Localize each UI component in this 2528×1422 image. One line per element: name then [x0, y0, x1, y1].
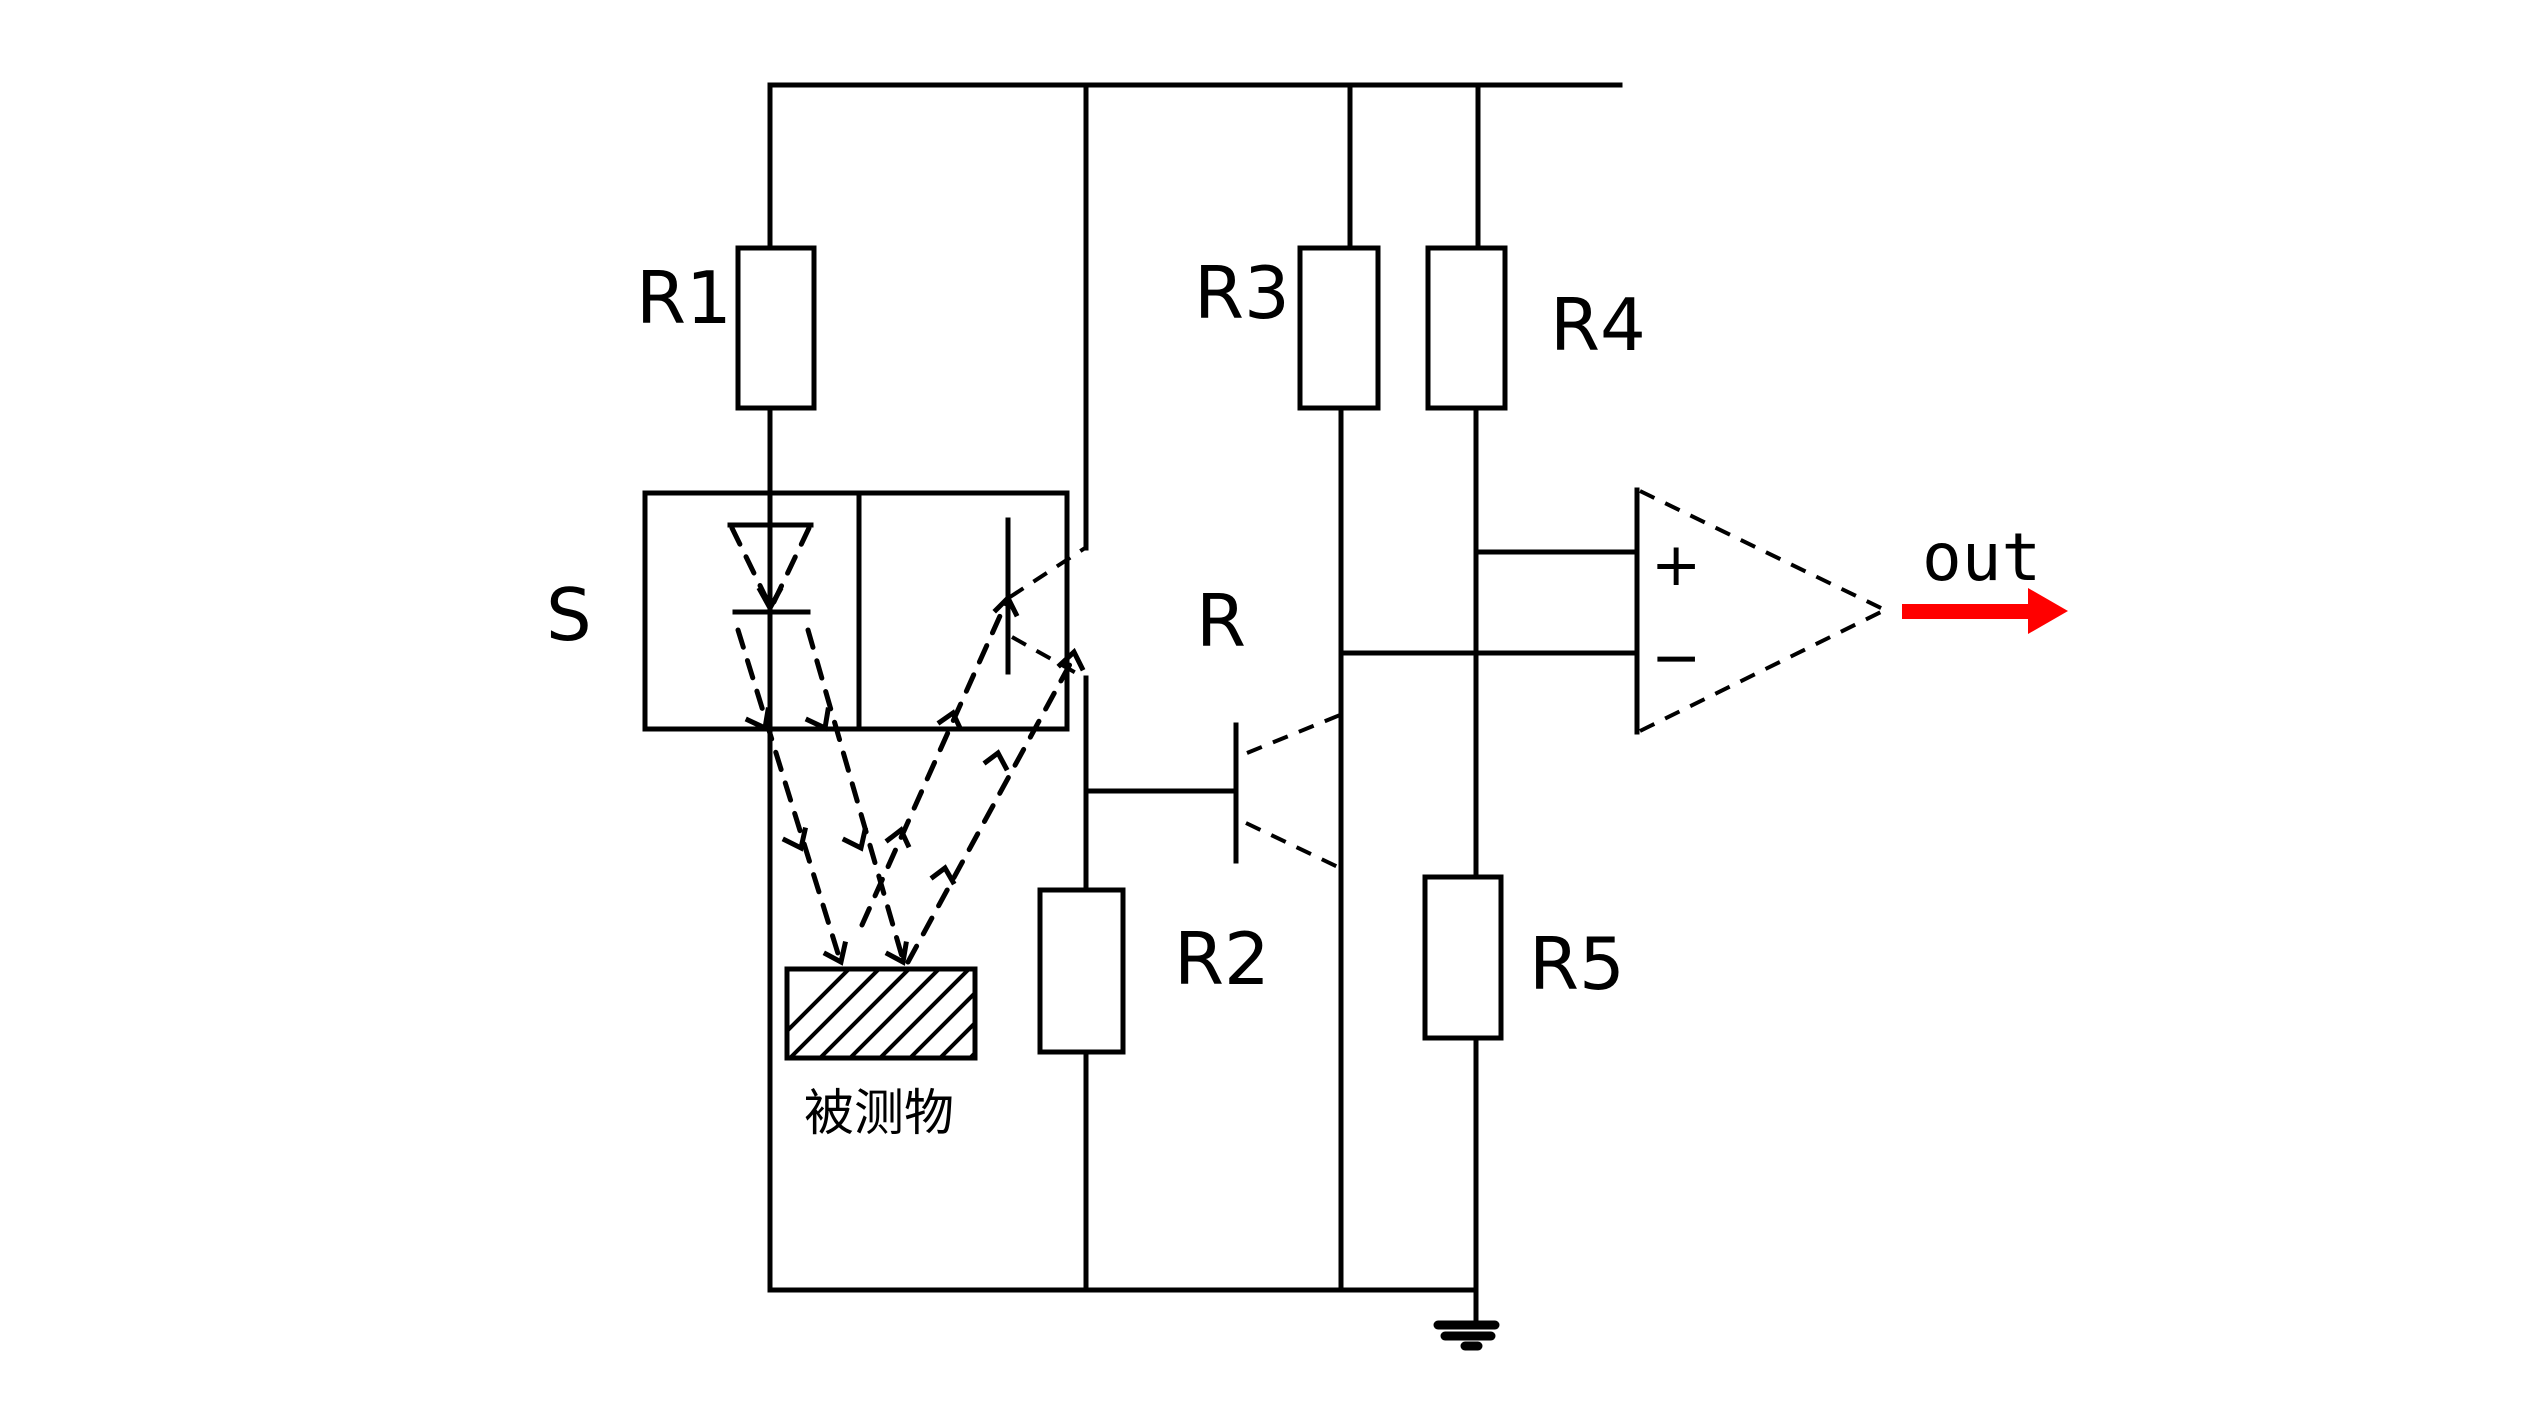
output-arrow-icon — [1902, 588, 2068, 634]
ground-icon — [1433, 1320, 1500, 1351]
light-ray-emit-1 — [735, 627, 848, 966]
resistor-r3 — [1297, 82, 1381, 1293]
label-r5: R5 — [1529, 922, 1625, 1006]
label-output: out — [1922, 519, 2041, 596]
measured-object — [784, 966, 978, 1061]
resistor-r5 — [1422, 874, 1504, 1323]
opamp-minus-sign: − — [1651, 623, 1701, 693]
label-r1: R1 — [636, 256, 732, 340]
label-r2: R2 — [1174, 917, 1270, 1001]
sensor-module — [642, 490, 1070, 732]
resistor-r1 — [735, 82, 817, 1293]
light-ray-emit-2 — [804, 627, 909, 966]
label-measured-object: 被测物 — [804, 1084, 954, 1142]
label-sensor-receiver: R — [1196, 579, 1246, 663]
resistor-r4 — [1425, 82, 1508, 880]
light-ray-reflect-1 — [859, 593, 1020, 928]
transistor-icon — [1083, 713, 1341, 869]
opamp-plus-sign: + — [1651, 530, 1701, 600]
led-icon — [727, 522, 814, 615]
label-r3: R3 — [1194, 251, 1290, 335]
resistor-r2 — [1037, 887, 1126, 1293]
label-r4: R4 — [1550, 283, 1646, 367]
label-sensor-emitter: S — [546, 573, 592, 657]
phototransistor-icon — [1005, 82, 1089, 893]
opamp-icon — [1634, 487, 1886, 735]
light-ray-reflect-2 — [905, 647, 1086, 965]
